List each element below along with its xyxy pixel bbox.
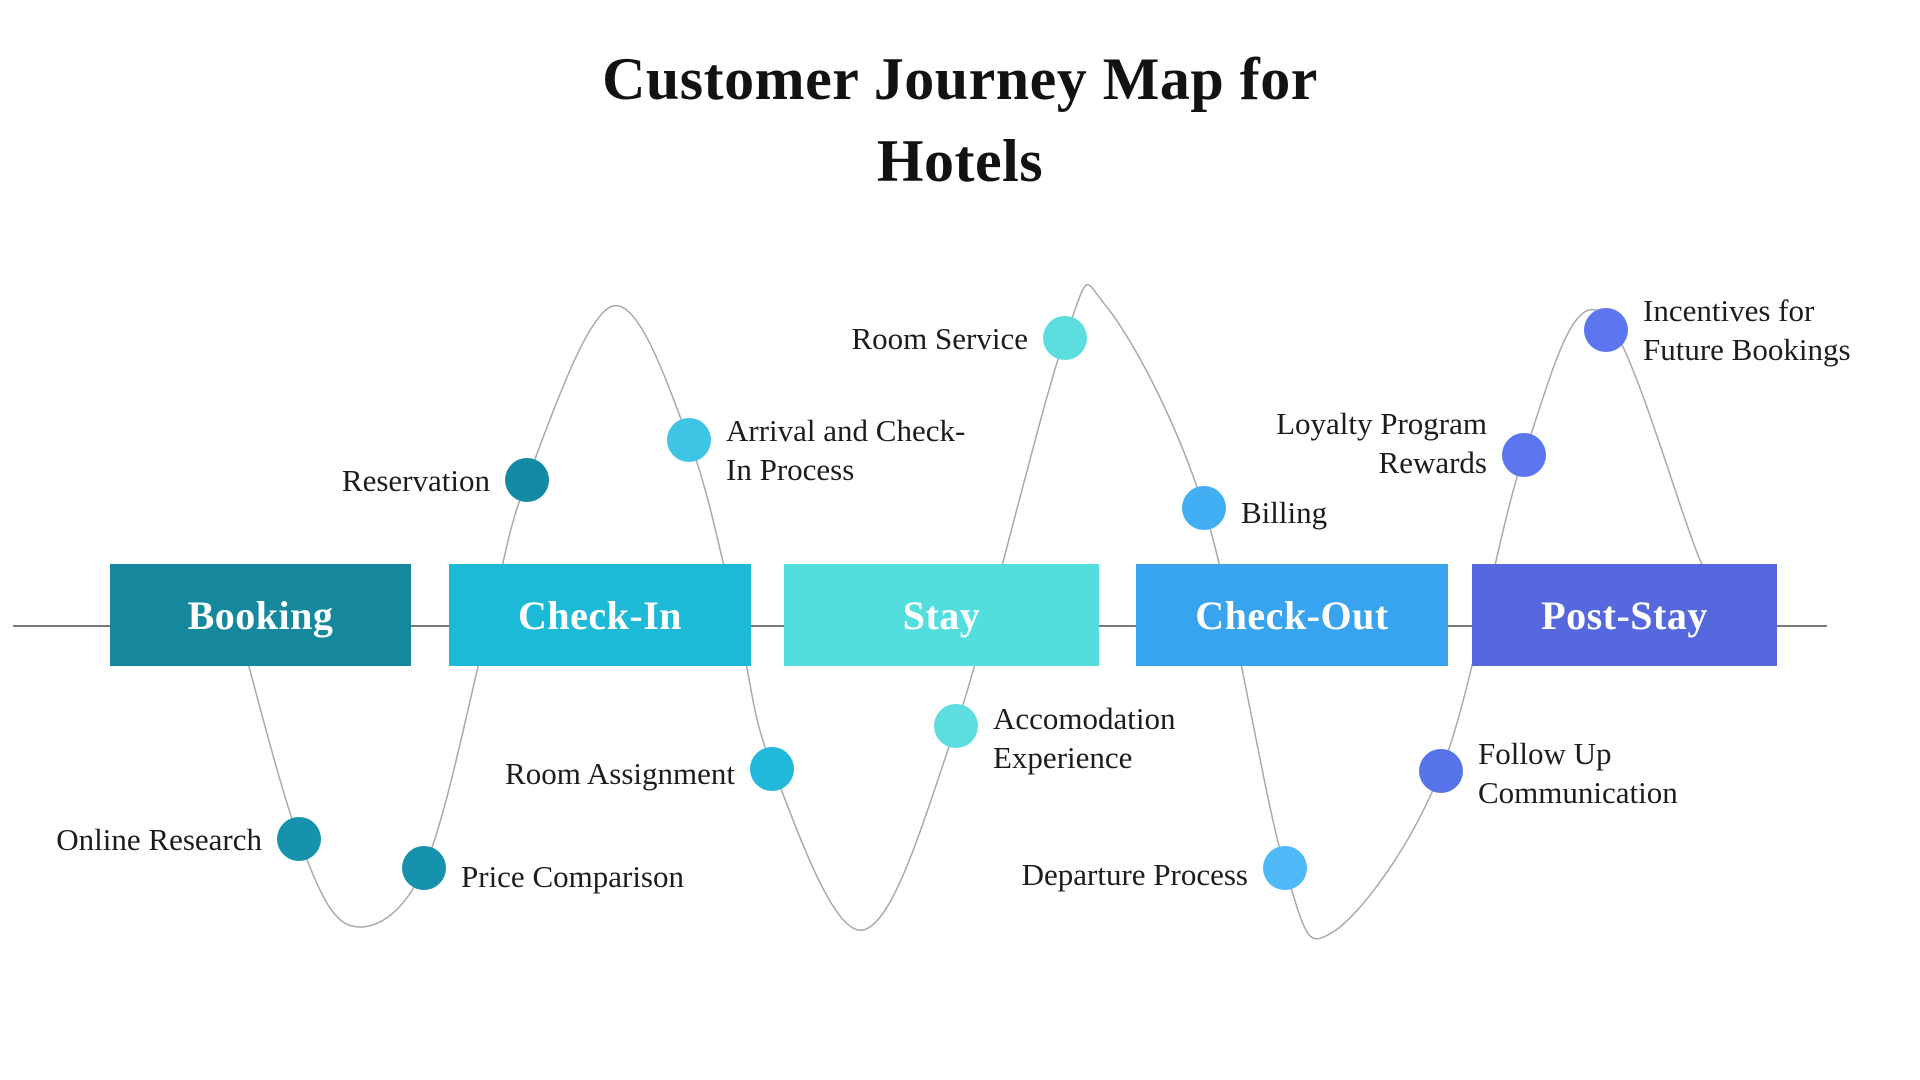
diagram-title-line-2: Hotels xyxy=(876,128,1044,194)
touchpoint-label-line: Follow Up xyxy=(1478,736,1612,771)
touchpoint-dot-room-assignment xyxy=(750,747,794,791)
touchpoint-label-line: Communication xyxy=(1478,775,1678,810)
touchpoint-label-follow-up-communication: Follow Up Communication xyxy=(1478,734,1678,812)
touchpoint-label-room-assignment: Room Assignment xyxy=(505,754,735,793)
touchpoint-dot-loyalty-program-rewards xyxy=(1502,433,1546,477)
touchpoint-label-billing: Billing xyxy=(1241,493,1327,532)
touchpoint-label-line: Billing xyxy=(1241,494,1328,530)
touchpoint-dot-room-service xyxy=(1043,316,1087,360)
touchpoint-label-line: In Process xyxy=(726,452,855,487)
touchpoint-dot-online-research xyxy=(277,817,321,861)
touchpoint-label-line: Price Comparison xyxy=(461,858,684,894)
touchpoint-dot-reservation xyxy=(505,458,549,502)
touchpoint-dot-price-comparison xyxy=(402,846,446,890)
stage-box-booking: Booking xyxy=(110,564,411,666)
diagram-title: Customer Journey Map for Hotels xyxy=(0,38,1920,202)
touchpoint-label-line: Loyalty Program xyxy=(1276,406,1487,441)
touchpoint-label-line: Departure Process xyxy=(1021,856,1248,892)
touchpoint-label-arrival-check-in: Arrival and Check- In Process xyxy=(726,411,965,489)
touchpoint-dot-arrival-check-in xyxy=(667,418,711,462)
stage-label: Check-Out xyxy=(1195,592,1389,638)
touchpoint-label-line: Rewards xyxy=(1378,445,1487,480)
stage-box-stay: Stay xyxy=(784,564,1099,666)
touchpoint-label-departure-process: Departure Process xyxy=(1022,855,1248,894)
stage-box-check-in: Check-In xyxy=(449,564,751,666)
touchpoint-label-line: Reservation xyxy=(341,462,490,498)
touchpoint-label-line: Arrival and Check- xyxy=(726,413,966,448)
stage-label: Booking xyxy=(187,592,334,638)
diagram-title-line-1: Customer Journey Map for xyxy=(602,46,1318,112)
touchpoint-label-line: Accomodation xyxy=(993,701,1176,736)
stage-box-check-out: Check-Out xyxy=(1136,564,1448,666)
touchpoint-label-line: Future Bookings xyxy=(1643,332,1851,367)
touchpoint-label-line: Room Assignment xyxy=(505,755,735,791)
touchpoint-label-line: Incentives for xyxy=(1643,293,1815,328)
touchpoint-label-line: Online Research xyxy=(56,821,262,857)
touchpoint-dot-incentives-future-bookings xyxy=(1584,308,1628,352)
touchpoint-label-line: Room Service xyxy=(851,320,1029,356)
touchpoint-label-reservation: Reservation xyxy=(342,461,490,500)
stage-label: Check-In xyxy=(517,592,683,638)
touchpoint-label-room-service: Room Service xyxy=(852,319,1029,358)
touchpoint-label-line: Experience xyxy=(993,740,1133,775)
touchpoint-label-price-comparison: Price Comparison xyxy=(461,857,684,896)
stage-label: Stay xyxy=(902,592,981,638)
stage-box-post-stay: Post-Stay xyxy=(1472,564,1777,666)
touchpoint-dot-follow-up-communication xyxy=(1419,749,1463,793)
stage-label: Post-Stay xyxy=(1541,592,1708,638)
touchpoint-dot-departure-process xyxy=(1263,846,1307,890)
touchpoint-label-online-research: Online Research xyxy=(56,820,262,859)
touchpoint-dot-billing xyxy=(1182,486,1226,530)
touchpoint-dot-accomodation-experience xyxy=(934,704,978,748)
